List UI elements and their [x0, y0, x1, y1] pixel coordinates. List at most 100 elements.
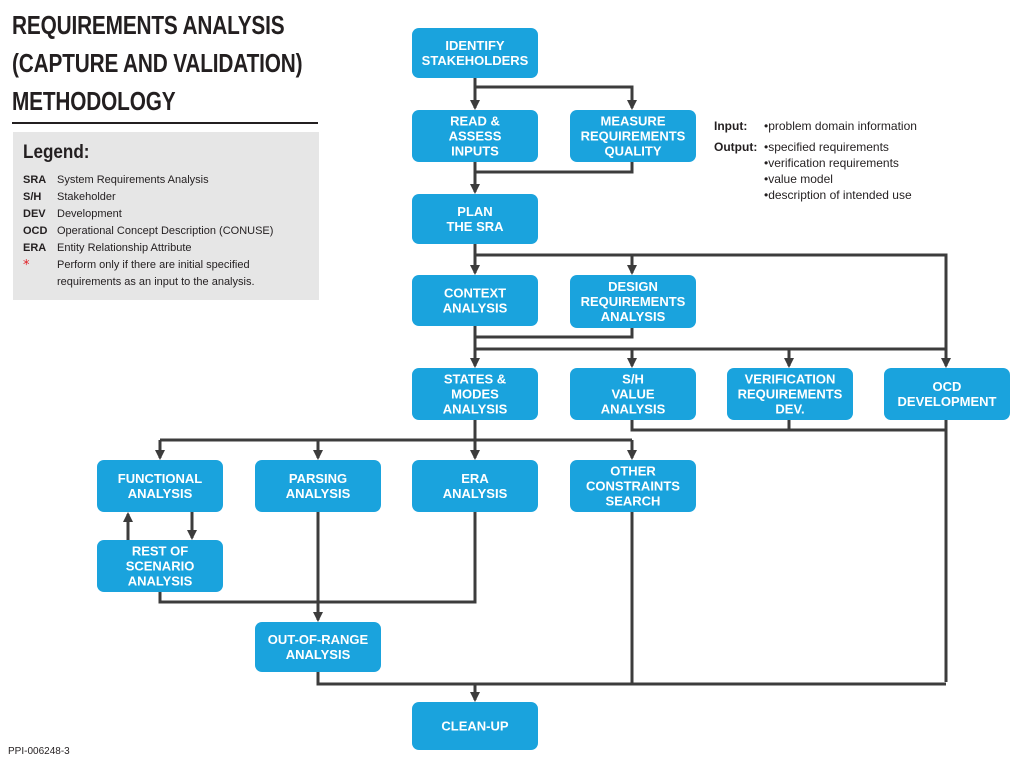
- node-label: ANALYSIS: [443, 486, 508, 501]
- node-label: ANALYSIS: [286, 647, 351, 662]
- edge: [475, 328, 634, 339]
- node-label: REQUIREMENTS: [581, 294, 686, 309]
- node-label: MEASURE: [600, 114, 665, 129]
- node-label: INPUTS: [451, 144, 499, 159]
- output-item: description of intended use: [764, 187, 911, 203]
- node-label: ASSESS: [449, 129, 502, 144]
- node-label: PLAN: [457, 204, 492, 219]
- asterisk-icon: *: [683, 97, 689, 112]
- node-box: [412, 194, 538, 244]
- node-label: THE SRA: [446, 219, 504, 234]
- node-label: ANALYSIS: [128, 574, 193, 589]
- legend-abbr: S/H: [23, 191, 42, 203]
- node-label: OTHER: [610, 464, 656, 479]
- legend-row-sh: S/H Stakeholder: [23, 189, 309, 206]
- node-box: [727, 368, 853, 420]
- input-row: Input: problem domain information: [714, 118, 917, 134]
- node-label: STATES &: [444, 372, 506, 387]
- node-box: [570, 460, 696, 512]
- node-label: DEVELOPMENT: [898, 394, 997, 409]
- node-box: [412, 110, 538, 162]
- node-box: [412, 460, 538, 512]
- edge: [475, 162, 634, 174]
- legend-text: Development: [57, 208, 122, 220]
- node-label: OUT-OF-RANGE: [268, 632, 369, 647]
- input-output-block: Input: problem domain information Output…: [714, 118, 917, 203]
- node-box: [884, 368, 1010, 420]
- input-values: problem domain information: [764, 118, 917, 134]
- legend-row-sra: SRA System Requirements Analysis: [23, 172, 309, 189]
- input-label: Input:: [714, 119, 748, 133]
- legend-row-dev: DEV Development: [23, 206, 309, 223]
- node-label: DESIGN: [608, 279, 658, 294]
- legend-abbr: ERA: [23, 242, 47, 254]
- legend-row-ocd: OCD Operational Concept Description (CON…: [23, 223, 309, 240]
- legend-abbr: DEV: [23, 208, 46, 220]
- node-label: SCENARIO: [126, 559, 195, 574]
- edge: [475, 85, 638, 111]
- node-label: DEV.: [775, 402, 804, 417]
- node-label: VERIFICATION: [745, 372, 836, 387]
- title-underline: [12, 122, 318, 124]
- output-item: specified requirements: [764, 139, 912, 155]
- node-label: STAKEHOLDERS: [422, 53, 529, 68]
- legend-text: Entity Relationship Attribute: [57, 242, 192, 254]
- legend-panel: Legend: SRA System Requirements Analysis…: [13, 132, 319, 300]
- node-box: [97, 540, 223, 592]
- node-label: ANALYSIS: [286, 486, 351, 501]
- node-label: READ &: [450, 114, 500, 129]
- title-line-1: REQUIREMENTS ANALYSIS: [12, 10, 285, 40]
- legend-abbr: OCD: [23, 225, 48, 237]
- legend-abbr: SRA: [23, 174, 47, 186]
- node-label: ERA: [461, 471, 489, 486]
- node-box: [412, 702, 538, 750]
- node-label: PARSING: [289, 471, 347, 486]
- node-label: CLEAN-UP: [441, 719, 508, 734]
- legend-text: Perform only if there are initial specif…: [57, 259, 255, 288]
- node-label: ANALYSIS: [443, 301, 508, 316]
- node-label: REQUIREMENTS: [738, 387, 843, 402]
- node-label: ANALYSIS: [443, 402, 508, 417]
- node-label: MODES: [451, 387, 499, 402]
- page-title: REQUIREMENTS ANALYSIS (CAPTURE AND VALID…: [12, 6, 303, 120]
- legend-text: System Requirements Analysis: [57, 174, 209, 186]
- asterisk-icon: *: [23, 258, 30, 273]
- output-item: verification requirements: [764, 155, 912, 171]
- title-line-2: (CAPTURE AND VALIDATION): [12, 48, 303, 78]
- legend-title: Legend:: [23, 142, 90, 163]
- node-label: FUNCTIONAL: [118, 471, 203, 486]
- asterisk-icon: *: [368, 447, 374, 462]
- node-box: [412, 368, 538, 420]
- title-line-3: METHODOLOGY: [12, 86, 176, 116]
- legend-row-star: * Perform only if there are initial spec…: [23, 257, 309, 291]
- asterisk-icon: *: [683, 262, 689, 277]
- node-label: OCD: [933, 379, 962, 394]
- output-item: value model: [764, 171, 912, 187]
- node-label: CONTEXT: [444, 286, 506, 301]
- node-box: [255, 460, 381, 512]
- output-label: Output:: [714, 140, 758, 154]
- document-code: PPI-006248-3: [8, 746, 70, 757]
- input-item: problem domain information: [764, 118, 917, 134]
- node-label: VALUE: [611, 387, 654, 402]
- node-label: ANALYSIS: [601, 402, 666, 417]
- node-label: QUALITY: [604, 144, 661, 159]
- node-box: [97, 460, 223, 512]
- node-cleanup: CLEAN-UP: [412, 702, 538, 750]
